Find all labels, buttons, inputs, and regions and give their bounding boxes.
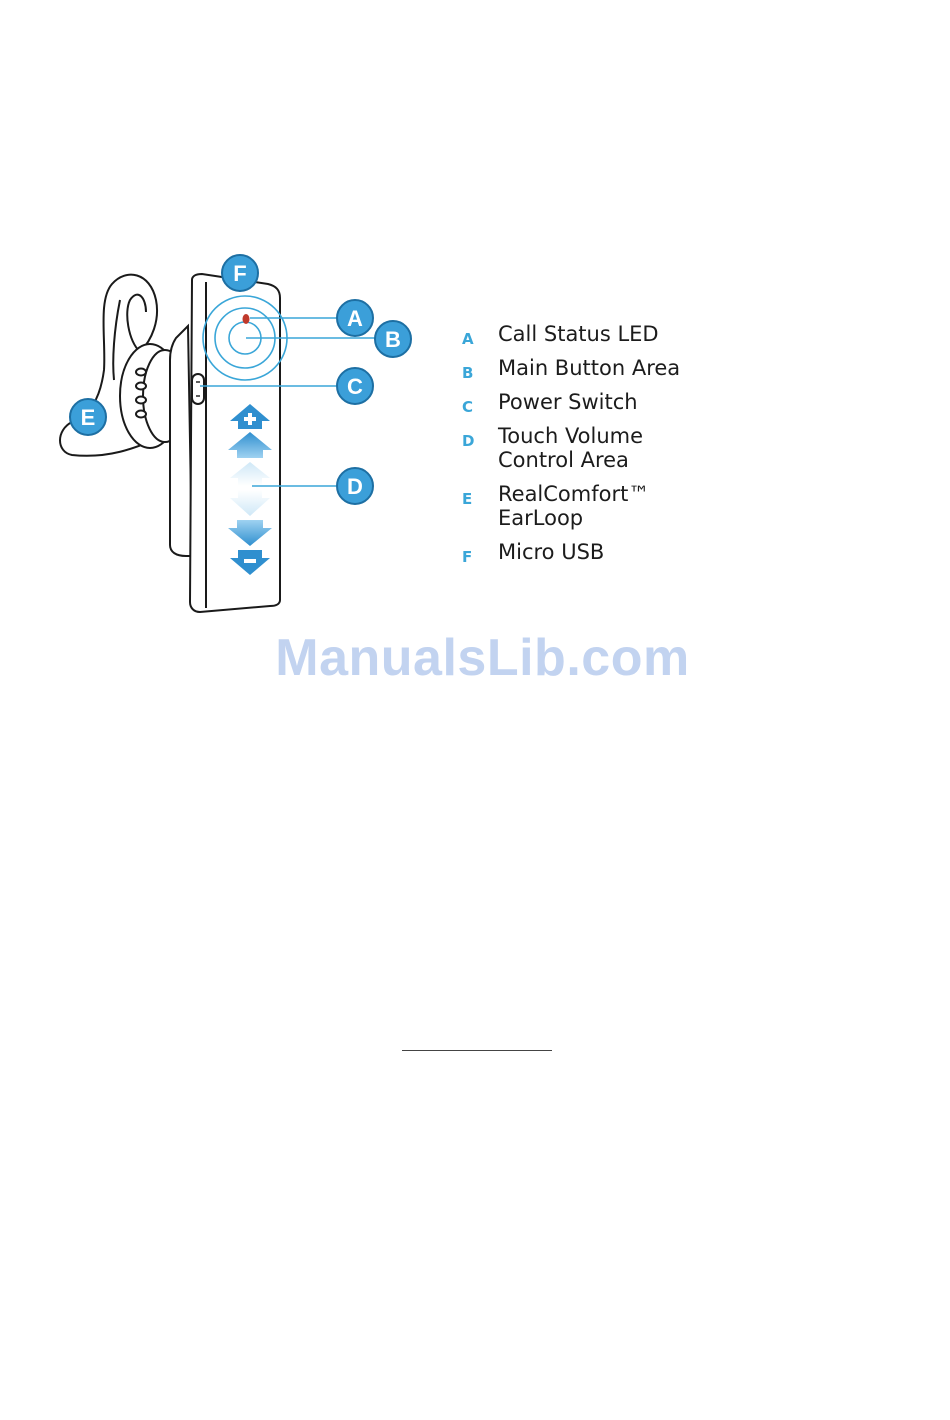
legend-letter: B xyxy=(462,364,473,382)
call-status-led xyxy=(243,314,250,324)
callout-c-label: C xyxy=(347,374,363,399)
legend-text: Touch Volume Control Area xyxy=(498,424,643,472)
legend-text: RealComfort™ EarLoop xyxy=(498,482,649,530)
callout-b-label: B xyxy=(385,327,401,352)
legend-letter: A xyxy=(462,330,474,348)
parts-legend: A Call Status LED B Main Button Area C P… xyxy=(462,322,792,582)
legend-letter: D xyxy=(462,432,474,450)
legend-letter: C xyxy=(462,398,473,416)
footer-divider xyxy=(402,1050,552,1051)
legend-text: Power Switch xyxy=(498,390,638,414)
callout-e-label: E xyxy=(81,405,96,430)
legend-letter: E xyxy=(462,490,472,508)
callout-e: E xyxy=(70,399,106,435)
callout-b: B xyxy=(375,321,411,357)
power-switch xyxy=(192,374,204,404)
legend-text: Call Status LED xyxy=(498,322,659,346)
callout-c: C xyxy=(337,368,373,404)
watermark: ManualsLib.com xyxy=(0,628,950,688)
legend-text: Micro USB xyxy=(498,540,604,564)
callout-d: D xyxy=(337,468,373,504)
callout-d-label: D xyxy=(347,474,363,499)
callout-a-label: A xyxy=(347,306,363,331)
callout-f: F xyxy=(222,255,258,291)
callout-f-label: F xyxy=(233,261,246,286)
callout-a: A xyxy=(337,300,373,336)
legend-text: Main Button Area xyxy=(498,356,680,380)
headset-back xyxy=(170,326,192,556)
legend-letter: F xyxy=(462,548,472,566)
